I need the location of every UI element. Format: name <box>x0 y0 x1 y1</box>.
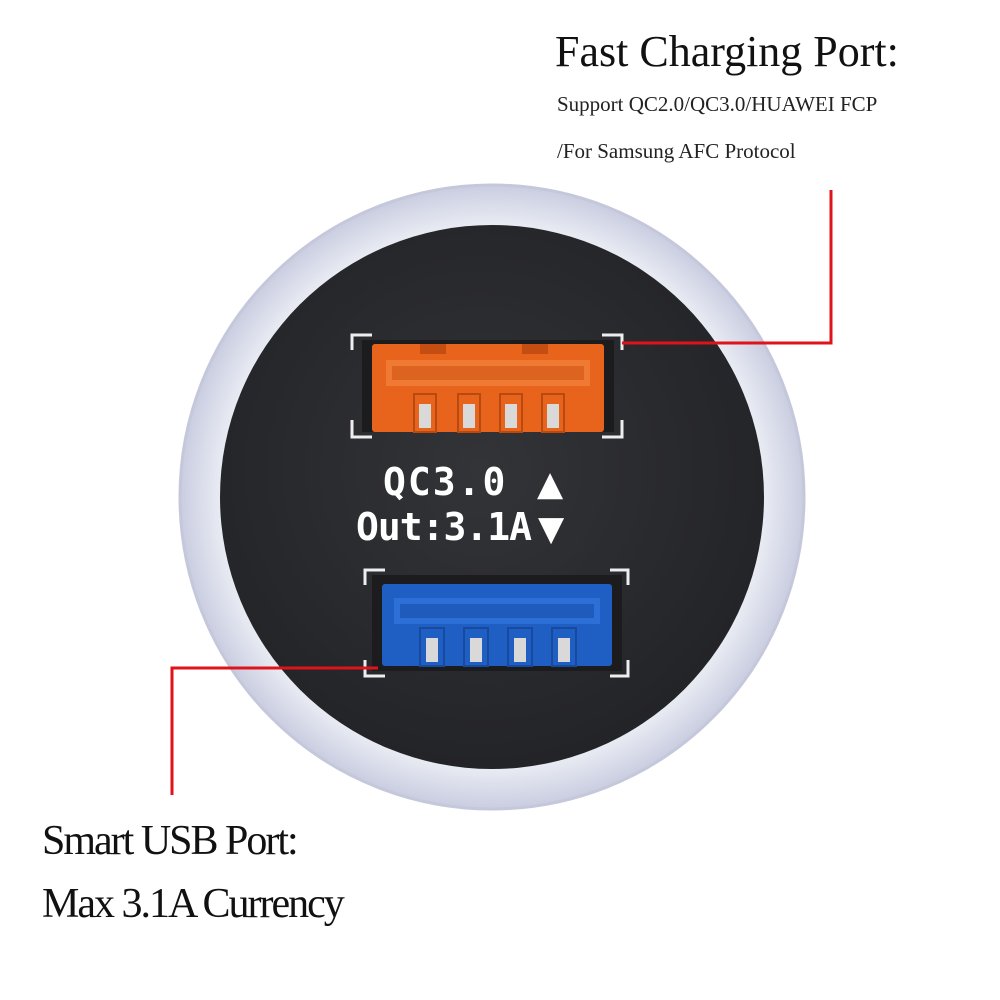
smart-port-title: Smart USB Port: <box>42 818 299 864</box>
fast-port-samsung-protocol: /For Samsung AFC Protocol <box>557 139 796 163</box>
fast-port-insert <box>372 344 604 432</box>
fast-charging-port <box>350 333 624 439</box>
down-arrow-icon: ▼ <box>538 509 565 549</box>
fast-port-title: Fast Charging Port: <box>555 27 899 76</box>
smart-port-max-current: Max 3.1A Currency <box>42 881 345 927</box>
smart-port-insert <box>382 584 612 666</box>
smart-usb-port <box>363 568 630 678</box>
qc-label: QC3.0 <box>383 460 507 504</box>
fast-port-protocols: Support QC2.0/QC3.0/HUAWEI FCP <box>557 92 878 116</box>
charger-face <box>220 225 764 769</box>
up-arrow-icon: ▲ <box>537 464 564 504</box>
smart-port-leader-line <box>170 666 378 795</box>
fast-port-leader-line <box>622 190 833 345</box>
output-label: Out:3.1A <box>356 505 532 549</box>
